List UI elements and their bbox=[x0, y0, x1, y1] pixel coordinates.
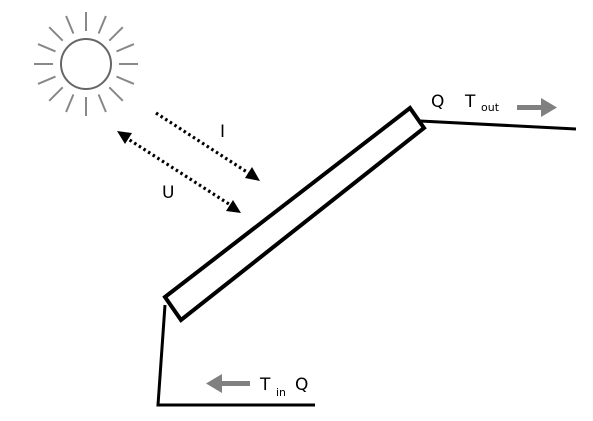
heat-loss-arrow bbox=[117, 131, 241, 213]
sun-ray bbox=[97, 94, 107, 113]
outlet-flow-label: Q bbox=[431, 92, 444, 112]
arrow-left-icon bbox=[206, 374, 250, 393]
sun-ray bbox=[97, 15, 107, 34]
inlet-pipe bbox=[156, 304, 315, 407]
outlet-temp-label: T bbox=[464, 92, 476, 112]
irradiance-arrow bbox=[155, 111, 260, 181]
collector-panel bbox=[162, 105, 427, 323]
sun-ray bbox=[48, 86, 64, 102]
sun-ray bbox=[108, 86, 124, 102]
inlet-temp-subscript: in bbox=[276, 386, 286, 399]
outlet-temp-subscript: out bbox=[481, 101, 500, 114]
outlet-pipe bbox=[419, 119, 577, 131]
inlet-flow-label: Q bbox=[295, 375, 308, 395]
sun-icon bbox=[34, 12, 138, 116]
sun-ray bbox=[108, 26, 124, 42]
sun-ray bbox=[37, 75, 56, 85]
sun-ray bbox=[48, 26, 64, 42]
irradiance-label: I bbox=[220, 122, 225, 142]
inlet-temp-label: T bbox=[259, 375, 271, 395]
arrow-right-icon bbox=[517, 98, 557, 117]
loss-coefficient-label: U bbox=[162, 183, 174, 203]
sun-ray bbox=[116, 43, 135, 53]
sun-ray bbox=[65, 15, 75, 34]
sun-ray bbox=[116, 75, 135, 85]
sun-ray bbox=[37, 43, 56, 53]
sun-ray bbox=[65, 94, 75, 113]
